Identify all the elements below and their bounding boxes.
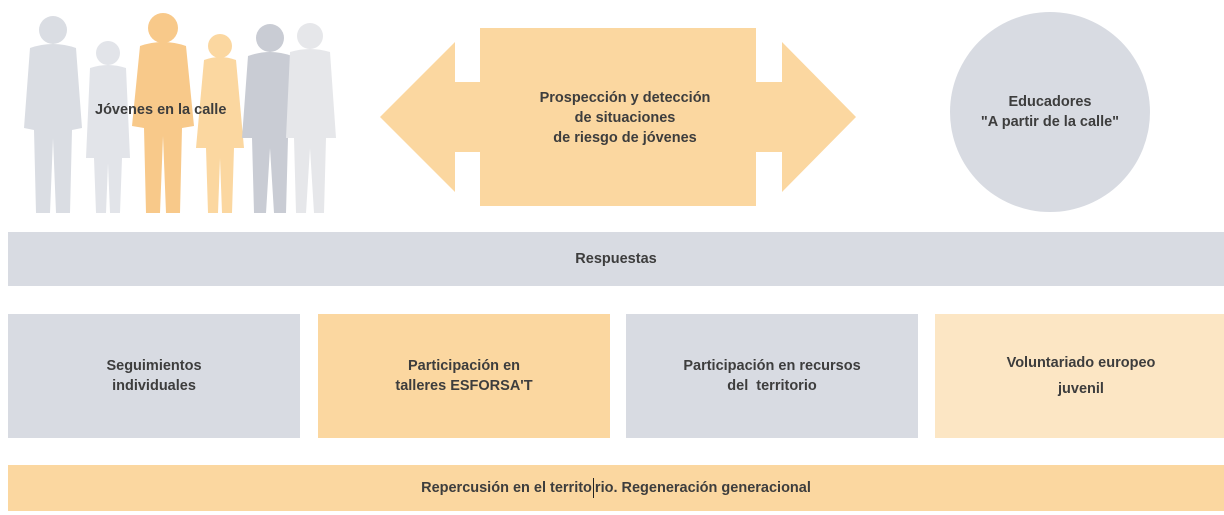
responses-bar: Respuestas <box>8 232 1224 286</box>
prospection-label: Prospección y detección de situaciones d… <box>480 88 770 148</box>
prospection-line-1: Prospección y detección <box>539 90 711 106</box>
response-box-workshops: Participación en talleres ESFORSA'T <box>318 314 610 438</box>
box1-line-2: individuales <box>112 378 196 394</box>
educators-line-2: "A partir de la calle" <box>980 114 1120 130</box>
response-box-territory-resources: Participación en recursos del territorio <box>626 314 918 438</box>
double-arrow-shape <box>380 28 856 206</box>
responses-label: Respuestas <box>575 251 657 267</box>
silhouette-person-5 <box>242 24 298 213</box>
box2-line-1: Participación en <box>407 358 520 374</box>
box3-line-2: del territorio <box>727 378 817 394</box>
youth-silhouettes-illustration <box>24 13 336 213</box>
prospection-line-3: de riesgo de jóvenes <box>553 130 697 146</box>
silhouette-person-3 <box>132 13 194 213</box>
silhouette-person-2 <box>86 41 130 213</box>
text-cursor <box>592 478 594 499</box>
impact-label-part-1: Repercusión en el territo <box>421 479 592 496</box>
youth-label: Jóvenes en la calle <box>95 102 227 118</box>
silhouette-person-6 <box>286 23 336 213</box>
box4-line-2: juvenil <box>1058 381 1104 397</box>
response-box-volunteering: Voluntariado europeo juvenil <box>935 314 1224 438</box>
box1-line-1: Seguimientos <box>106 358 202 374</box>
box4-line-1: Voluntariado europeo <box>1006 355 1156 371</box>
box2-line-2: talleres ESFORSA'T <box>395 378 533 394</box>
box3-line-1: Participación en recursos <box>683 358 861 374</box>
prospection-line-2: de situaciones <box>574 110 676 126</box>
response-box-individual-follow-up: Seguimientos individuales <box>8 314 300 438</box>
silhouette-person-1 <box>24 16 82 213</box>
impact-label-part-2: rio. Regeneración generacional <box>594 479 811 496</box>
silhouette-person-4 <box>196 34 244 213</box>
educators-line-1: Educadores <box>1008 94 1092 110</box>
educators-circle: Educadores "A partir de la calle" <box>950 12 1150 212</box>
